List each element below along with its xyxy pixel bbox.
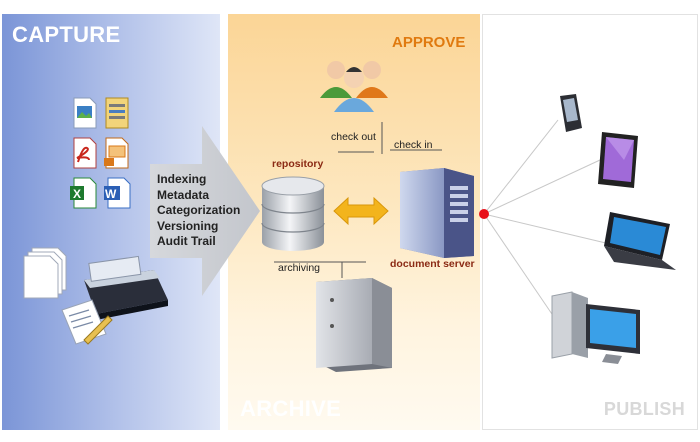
repository-label: repository: [272, 158, 324, 170]
signed-document-icon: [61, 299, 113, 345]
process-step: Indexing: [157, 172, 207, 186]
process-steps-list: Indexing Metadata Categorization Version…: [157, 172, 240, 250]
sync-double-arrow: [333, 196, 389, 226]
check-in-label: check in: [394, 139, 433, 151]
paper-stack-icon: [23, 247, 67, 299]
archive-title: ARCHIVE: [240, 396, 342, 421]
svg-text:X: X: [73, 187, 81, 201]
zip-file-icon: [105, 97, 129, 129]
image-file-icon: [73, 97, 97, 129]
users-group-icon: [320, 61, 388, 112]
process-step: Versioning: [157, 218, 219, 233]
laptop-icon: [604, 212, 676, 270]
process-step: Categorization: [157, 203, 241, 217]
excel-icon: X: [70, 177, 97, 209]
check-out-label: check out: [331, 131, 376, 143]
file-type-icons: X W: [70, 97, 131, 209]
document-server-label: document server: [390, 258, 475, 270]
tablet-icon: [598, 132, 638, 188]
check-lines: [338, 122, 442, 154]
storage-appliance-icon: [316, 278, 392, 372]
archiving-line: [274, 261, 366, 278]
publish-title: PUBLISH: [603, 399, 685, 419]
archiving-label: archiving: [278, 262, 321, 274]
scanner-icon: [84, 255, 168, 320]
svg-text:W: W: [105, 187, 117, 201]
presentation-icon: [104, 137, 129, 169]
database-icon: [261, 176, 325, 251]
capture-title: CAPTURE: [12, 22, 121, 47]
desktop-computer-icon: [551, 291, 640, 364]
process-arrow: [150, 126, 260, 296]
document-server-icon: [400, 168, 474, 258]
process-step: Metadata: [157, 187, 210, 202]
process-step: Audit Trail: [157, 234, 216, 248]
approve-title: APPROVE: [392, 34, 466, 51]
word-icon: W: [104, 177, 131, 209]
smartphone-icon: [560, 94, 582, 132]
pdf-icon: [73, 137, 97, 169]
scanner-and-documents: [23, 247, 168, 345]
publish-network: [479, 119, 611, 321]
distribution-hub-dot: [479, 209, 489, 219]
